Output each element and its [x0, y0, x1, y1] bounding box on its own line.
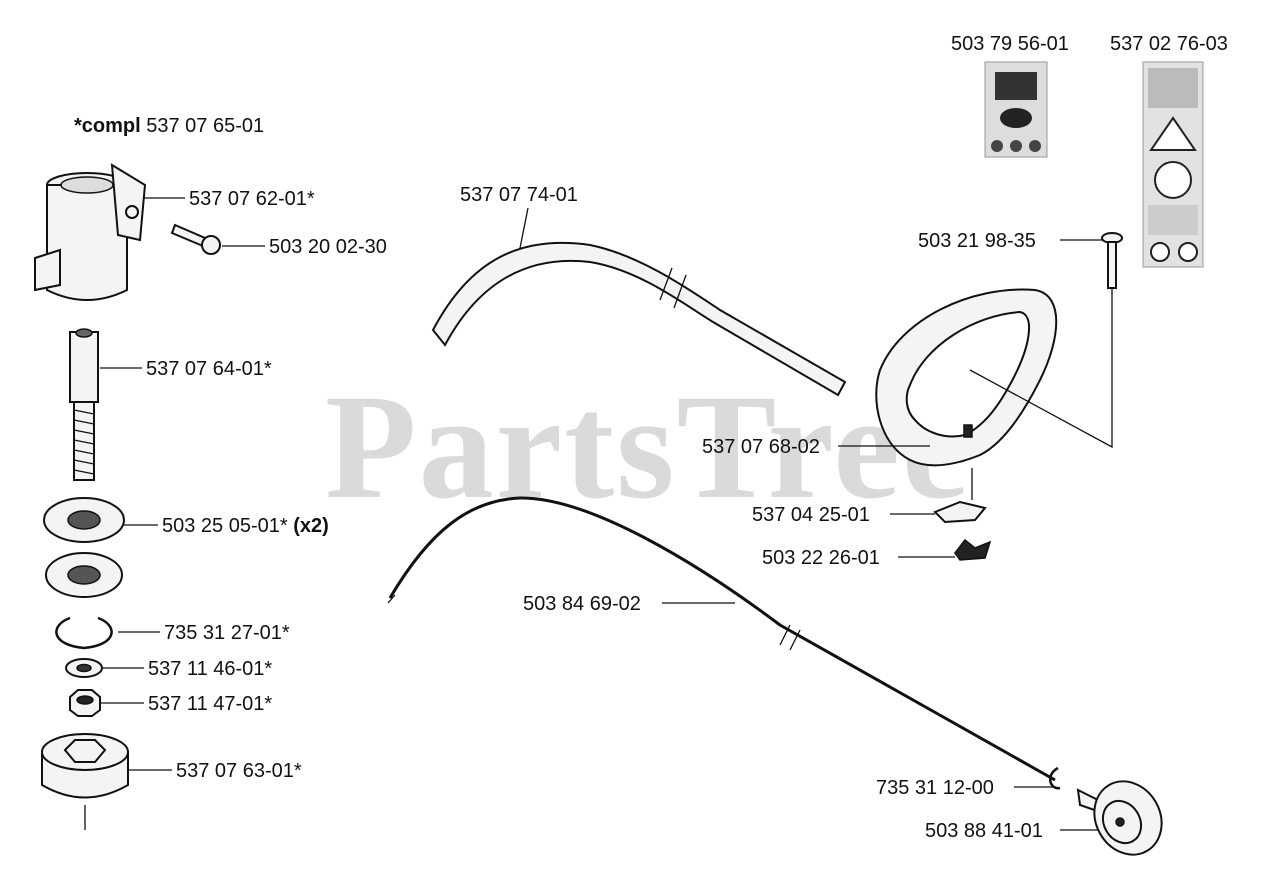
circlip-part — [55, 616, 113, 650]
clutch-drum-part — [1076, 780, 1163, 856]
part-number: 503 25 05-01* — [162, 515, 288, 537]
part-label: 503 84 69-02 — [523, 593, 641, 615]
part-label: 503 25 05-01* (x2) — [162, 515, 329, 537]
part-label: 537 07 62-01* — [189, 188, 315, 210]
tube-part — [431, 241, 847, 397]
part-label: 503 20 02-30 — [269, 236, 387, 258]
decal-537027603 — [1142, 61, 1204, 268]
watermark: PartsTree — [325, 364, 971, 530]
part-label: 503 21 98-35 — [918, 230, 1036, 252]
washer-part — [65, 658, 103, 678]
part-label: 537 07 64-01* — [146, 358, 272, 380]
part-label: 537 04 25-01 — [752, 504, 870, 526]
compl-label: *compl 537 07 65-01 — [74, 115, 264, 137]
retaining-ring-part — [1049, 766, 1061, 790]
bearing-part-2 — [45, 552, 123, 598]
part-label: 735 31 12-00 — [876, 777, 994, 799]
compl-number: 537 07 65-01 — [146, 115, 265, 137]
drive-shaft-part — [387, 496, 1056, 782]
part-label: 503 88 41-01 — [925, 820, 1043, 842]
part-label: 537 07 74-01 — [460, 184, 578, 206]
screw-part — [170, 223, 221, 255]
part-label: 503 79 56-01 — [951, 33, 1069, 55]
bolt-part — [1101, 232, 1123, 289]
part-label: 735 31 27-01* — [164, 622, 290, 644]
part-label: 537 11 47-01* — [148, 693, 273, 715]
handle-part — [875, 288, 1058, 467]
quantity-note: (x2) — [293, 515, 329, 537]
part-label: 537 11 46-01* — [148, 658, 273, 680]
nut-part — [69, 689, 101, 717]
wing-nut-part — [954, 538, 992, 561]
clamp-part — [933, 468, 987, 524]
part-label: 537 07 68-02 — [702, 436, 820, 458]
shaft-part — [69, 328, 99, 481]
compl-prefix: *compl — [74, 115, 141, 137]
housing-part — [34, 163, 147, 301]
decal-503795601 — [984, 61, 1048, 158]
part-label: 537 07 63-01* — [176, 760, 302, 782]
drum-part — [41, 733, 129, 830]
bearing-part-1 — [43, 497, 125, 543]
part-label: 537 02 76-03 — [1110, 33, 1228, 55]
part-label: 503 22 26-01 — [762, 547, 880, 569]
